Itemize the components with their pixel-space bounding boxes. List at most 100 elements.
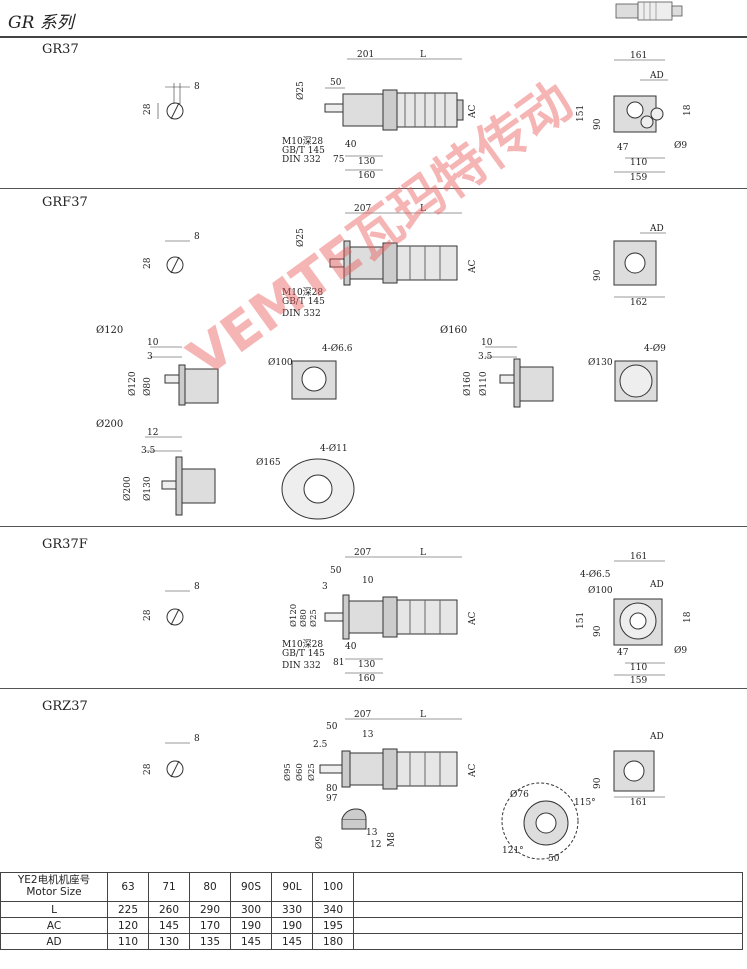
svg-text:28: 28 bbox=[143, 609, 153, 621]
table-cell: 340 bbox=[312, 901, 354, 918]
shaft-key-detail: 8 28 bbox=[143, 232, 200, 274]
flange-120-detail: Ø120 10 3 Ø120 Ø80 Ø100 4-Ø6.6 bbox=[96, 325, 353, 406]
shaft-key-detail: 8 28 bbox=[143, 82, 200, 120]
svg-text:160: 160 bbox=[358, 674, 375, 684]
section-gr37: GR37 8 28 201 L bbox=[0, 38, 747, 188]
svg-text:18: 18 bbox=[683, 104, 693, 116]
svg-text:161: 161 bbox=[630, 552, 647, 562]
gearmotor-end-view: 161 4-Ø6.5 Ø100 AD 151 90 18 47 Ø9 110 1… bbox=[576, 552, 693, 686]
section-grf37: GRF37 8 28 207 L Ø25 AC M10深28 GB/T 145 bbox=[0, 188, 747, 527]
gearmotor-side-view: 207 L 50 13 2.5 Ø95 Ø60 Ø25 AC 80 97 bbox=[282, 710, 478, 804]
empty-cell bbox=[353, 933, 743, 950]
empty-cell bbox=[353, 872, 743, 902]
svg-text:75: 75 bbox=[333, 155, 345, 165]
svg-text:GB/T 145: GB/T 145 bbox=[282, 297, 325, 307]
gearmotor-end-view: 161 AD 151 90 18 47 Ø9 110 159 bbox=[576, 51, 693, 183]
svg-text:3: 3 bbox=[322, 582, 328, 592]
svg-text:110: 110 bbox=[630, 663, 647, 673]
svg-text:3: 3 bbox=[147, 352, 153, 362]
svg-text:110: 110 bbox=[630, 158, 647, 168]
gearmotor-side-view: 207 L Ø25 AC M10深28 GB/T 145 DIN 332 bbox=[282, 204, 478, 319]
svg-text:159: 159 bbox=[630, 173, 647, 183]
svg-text:50: 50 bbox=[330, 566, 342, 576]
svg-text:Ø200: Ø200 bbox=[122, 476, 133, 501]
svg-text:M10深28: M10深28 bbox=[282, 287, 323, 298]
table-cell: 225 bbox=[107, 901, 149, 918]
header-en: Motor Size bbox=[26, 886, 82, 898]
table-cell: 130 bbox=[148, 933, 190, 950]
svg-text:80: 80 bbox=[326, 784, 338, 794]
table-cell: 145 bbox=[271, 933, 313, 950]
table-header-row: YE2电机机座号 Motor Size 63 71 80 90S 90L 100 bbox=[0, 872, 743, 902]
svg-text:47: 47 bbox=[617, 143, 629, 153]
flange-160-detail: Ø160 10 3.5 Ø160 Ø110 Ø130 4-Ø9 bbox=[440, 325, 666, 408]
svg-text:AD: AD bbox=[649, 580, 664, 590]
svg-text:Ø80: Ø80 bbox=[142, 377, 153, 396]
gr37f-drawing: 8 28 207 L 50 10 3 Ø120 Ø80 Ø25 AC M10深2… bbox=[143, 548, 693, 686]
table-cell: 300 bbox=[230, 901, 272, 918]
svg-text:Ø110: Ø110 bbox=[478, 371, 489, 396]
svg-text:AD: AD bbox=[649, 224, 664, 234]
torque-arm-view: Ø76 115° 121° 50 bbox=[501, 782, 596, 864]
table-cell: 180 bbox=[312, 933, 354, 950]
svg-text:4-Ø11: 4-Ø11 bbox=[320, 443, 348, 454]
row-label: L bbox=[0, 901, 108, 918]
section-grz37: GRZ37 8 28 207 L 50 13 2.5 Ø95 Ø60 bbox=[0, 688, 747, 873]
empty-cell bbox=[353, 901, 743, 918]
size-cell: 80 bbox=[189, 872, 231, 902]
svg-text:81: 81 bbox=[333, 658, 344, 668]
svg-text:Ø9: Ø9 bbox=[674, 645, 687, 656]
shaft-key-detail: 8 28 bbox=[143, 734, 200, 778]
section-title: GR37 bbox=[42, 42, 79, 57]
svg-text:28: 28 bbox=[143, 257, 153, 269]
svg-text:Ø25: Ø25 bbox=[295, 81, 306, 100]
table-cell: 195 bbox=[312, 917, 354, 934]
svg-text:Ø160: Ø160 bbox=[462, 371, 473, 396]
svg-text:M10深28: M10深28 bbox=[282, 136, 323, 147]
output-shaft-detail: Ø9 13 12 M8 bbox=[314, 808, 397, 850]
svg-text:90: 90 bbox=[593, 625, 603, 637]
svg-text:DIN 332: DIN 332 bbox=[282, 661, 321, 671]
svg-text:121°: 121° bbox=[502, 846, 524, 856]
header-cn: YE2电机机座号 bbox=[17, 874, 91, 887]
gr37-drawing: 8 28 201 L 50 Ø25 AC M10深28 GB/T 145 bbox=[143, 50, 693, 183]
svg-text:2.5: 2.5 bbox=[313, 740, 328, 750]
svg-text:207: 207 bbox=[354, 204, 371, 214]
gearmotor-side-view: 201 L 50 Ø25 AC M10深28 GB/T 145 DIN 332 … bbox=[282, 50, 478, 181]
table-row: AD 110 130 135 145 145 180 bbox=[0, 933, 743, 950]
svg-text:AD: AD bbox=[649, 732, 664, 742]
svg-text:40: 40 bbox=[345, 642, 357, 652]
svg-text:Ø160: Ø160 bbox=[440, 325, 467, 336]
table-cell: 135 bbox=[189, 933, 231, 950]
table-cell: 190 bbox=[230, 917, 272, 934]
svg-text:Ø25: Ø25 bbox=[306, 763, 317, 781]
svg-text:160: 160 bbox=[358, 171, 375, 181]
svg-text:AC: AC bbox=[468, 260, 478, 274]
svg-text:8: 8 bbox=[194, 734, 200, 744]
svg-text:207: 207 bbox=[354, 710, 371, 720]
section-title: GR37F bbox=[42, 537, 88, 552]
svg-text:Ø130: Ø130 bbox=[142, 476, 153, 501]
svg-text:AD: AD bbox=[649, 71, 664, 81]
svg-text:28: 28 bbox=[143, 763, 153, 775]
svg-text:4-Ø6.6: 4-Ø6.6 bbox=[322, 343, 353, 354]
svg-text:162: 162 bbox=[630, 298, 647, 308]
size-cell: 90L bbox=[271, 872, 313, 902]
grz37-drawing: 8 28 207 L 50 13 2.5 Ø95 Ø60 Ø25 AC 80 9… bbox=[143, 710, 665, 864]
svg-text:GB/T 145: GB/T 145 bbox=[282, 146, 325, 156]
svg-text:M10深28: M10深28 bbox=[282, 639, 323, 650]
svg-text:10: 10 bbox=[481, 338, 493, 348]
svg-text:4-Ø6.5: 4-Ø6.5 bbox=[580, 569, 611, 580]
motor-size-table: YE2电机机座号 Motor Size 63 71 80 90S 90L 100… bbox=[0, 872, 747, 950]
svg-text:Ø100: Ø100 bbox=[588, 585, 613, 596]
svg-text:L: L bbox=[420, 548, 426, 558]
svg-text:207: 207 bbox=[354, 548, 371, 558]
svg-text:GB/T 145: GB/T 145 bbox=[282, 649, 325, 659]
section-gr37f: GR37F 8 28 207 L 50 10 3 Ø120 Ø80 bbox=[0, 526, 747, 689]
svg-text:Ø60: Ø60 bbox=[294, 763, 305, 781]
row-label: AC bbox=[0, 917, 108, 934]
svg-text:10: 10 bbox=[147, 338, 159, 348]
svg-text:M8: M8 bbox=[387, 832, 397, 847]
svg-text:Ø95: Ø95 bbox=[282, 763, 293, 781]
gearmotor-end-view: AD 90 162 bbox=[593, 224, 666, 308]
